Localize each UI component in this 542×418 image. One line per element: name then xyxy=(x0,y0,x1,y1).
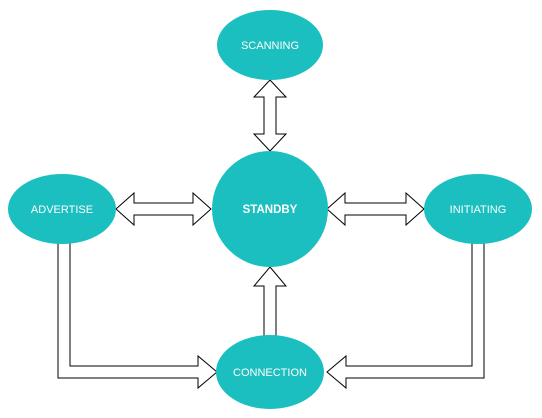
arrow-standby-scanning xyxy=(252,79,288,152)
node-scanning-label: SCANNING xyxy=(241,40,299,52)
node-initiating-shape xyxy=(424,174,532,244)
node-connection: CONNECTION xyxy=(216,335,324,409)
node-connection-shape xyxy=(216,335,324,409)
node-standby-shape xyxy=(212,151,328,267)
arrow-advertise-connection xyxy=(57,239,218,390)
node-advertise-shape xyxy=(8,174,116,244)
node-initiating: INITIATING xyxy=(424,174,532,244)
node-initiating-label: INITIATING xyxy=(450,204,507,216)
arrow-initiating-connection xyxy=(326,239,485,390)
node-standby-label: STANDBY xyxy=(243,204,298,216)
arrow-standby-initiating xyxy=(326,191,425,227)
node-standby: STANDBY xyxy=(212,151,328,267)
arrow-advertise-standby xyxy=(115,191,212,227)
node-advertise-label: ADVERTISE xyxy=(31,204,93,216)
node-advertise: ADVERTISE xyxy=(8,174,116,244)
node-connection-label: CONNECTION xyxy=(233,367,307,379)
node-scanning-shape xyxy=(217,10,323,80)
arrow-connection-standby xyxy=(252,266,288,338)
node-scanning: SCANNING xyxy=(217,10,323,80)
